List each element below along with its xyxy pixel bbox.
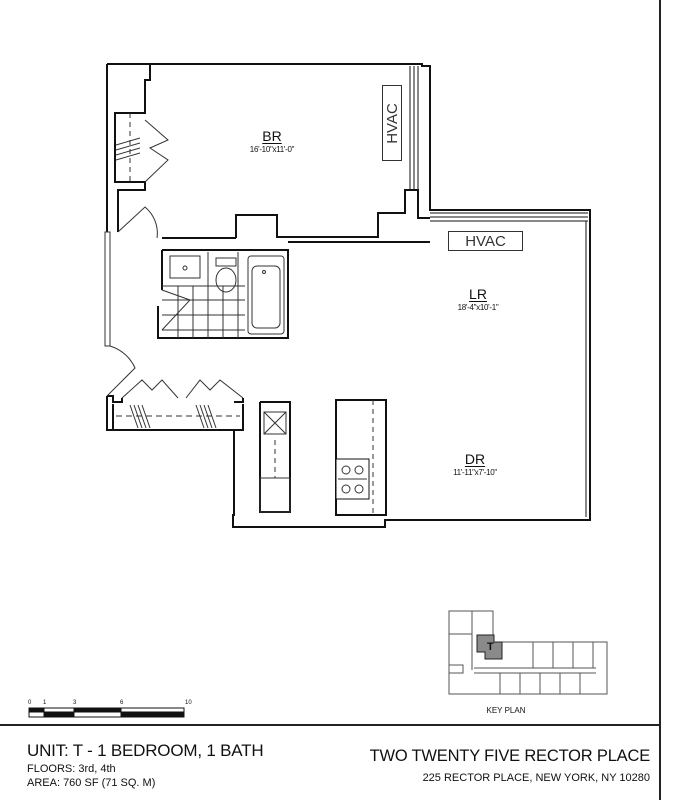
- scale-tick-3: 3: [73, 700, 77, 706]
- room-name-lr: LR: [469, 286, 487, 302]
- exterior-wall: [106, 63, 591, 528]
- scale-bar: [28, 707, 185, 718]
- room-dining: DR 11'-11"x7'-10": [453, 451, 497, 477]
- unit-info: UNIT: T - 1 BEDROOM, 1 BATH FLOORS: 3rd,…: [27, 741, 264, 789]
- bath-door: [161, 289, 191, 331]
- bedroom-wall: [114, 64, 151, 232]
- building-address: 225 RECTOR PLACE, NEW YORK, NY 10280: [422, 772, 650, 784]
- scale-tick-0: 0: [28, 700, 32, 706]
- entry-door: [106, 345, 136, 397]
- key-plan-label: KEY PLAN: [486, 706, 526, 715]
- hvac-unit-living: HVAC: [448, 231, 523, 251]
- room-living: LR 18'-4"x10'-1": [458, 286, 499, 312]
- scale-tick-6: 6: [120, 700, 124, 706]
- hvac-label-living: HVAC: [465, 232, 506, 250]
- building-name: TWO TWENTY FIVE RECTOR PLACE: [369, 747, 651, 765]
- room-bedroom: BR 16'-10"x11'-0": [249, 128, 295, 154]
- unit-area: AREA: 760 SF (71 SQ. M): [27, 777, 156, 789]
- room-dim-br: 16'-10"x11'-0": [249, 145, 295, 154]
- hall-closet-door-2: [185, 379, 244, 399]
- scale-tick-1: 1: [43, 700, 47, 706]
- hall-closet-door-1: [121, 379, 179, 399]
- toilet-icon: [215, 267, 237, 293]
- lr-window: [430, 212, 588, 222]
- br-closet-door: [144, 119, 169, 183]
- unit-title: UNIT: T - 1 BEDROOM, 1 BATH: [27, 741, 264, 760]
- closet-hall: [107, 395, 244, 431]
- hvac-label-bedroom: HVAC: [383, 102, 401, 144]
- hall-closet-hatch: [129, 404, 217, 429]
- building-info: TWO TWENTY FIVE RECTOR PLACE 225 RECTOR …: [369, 747, 651, 784]
- room-name-br: BR: [262, 128, 282, 144]
- key-plan: [448, 610, 608, 695]
- br-door: [117, 206, 158, 239]
- bathtub-icon: [247, 255, 285, 335]
- entry-wall-stub: [104, 231, 111, 347]
- br-window: [409, 66, 419, 190]
- unit-floors: FLOORS: 3rd, 4th: [27, 763, 116, 775]
- frame-right-border: [659, 0, 661, 800]
- bath-tiles: [162, 252, 245, 338]
- frame-bottom-border: [0, 724, 661, 726]
- key-plan-unit-highlight: [476, 634, 503, 660]
- kitchen-sink-icon: [263, 411, 287, 435]
- scale-tick-10: 10: [185, 700, 192, 706]
- sink-icon: [169, 255, 201, 279]
- hvac-unit-bedroom: HVAC: [382, 85, 402, 161]
- room-dim-dr: 11'-11"x7'-10": [453, 468, 497, 477]
- room-dim-lr: 18'-4"x10'-1": [457, 303, 499, 312]
- bedroom-bottom-wall: [235, 189, 430, 238]
- room-name-dr: DR: [464, 451, 486, 467]
- br-closet-hatch: [115, 137, 141, 161]
- refrigerator-icon: [259, 477, 291, 513]
- key-plan-unit-marker: T: [487, 641, 494, 653]
- bath-outline: [157, 249, 289, 339]
